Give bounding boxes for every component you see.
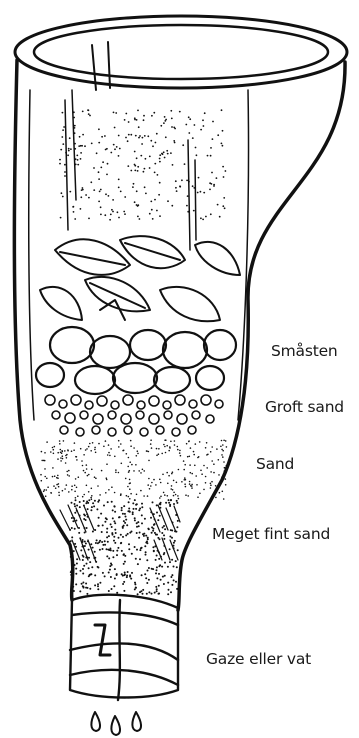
bottle-rim [15,16,347,90]
label-sand: Sand [256,455,294,473]
label-coarse-sand: Groft sand [265,398,344,416]
glass-highlights [65,90,196,250]
pebble-layer [36,327,236,394]
label-very-fine-sand: Meget fint sand [212,525,330,543]
gauze-wrap [70,595,178,700]
label-pebbles: Småsten [271,342,338,360]
coarse-sand-layer [45,395,223,436]
leaf-layer [40,236,240,321]
water-drops [91,712,141,735]
label-gauze-or-cotton: Gaze eller vat [206,650,311,668]
